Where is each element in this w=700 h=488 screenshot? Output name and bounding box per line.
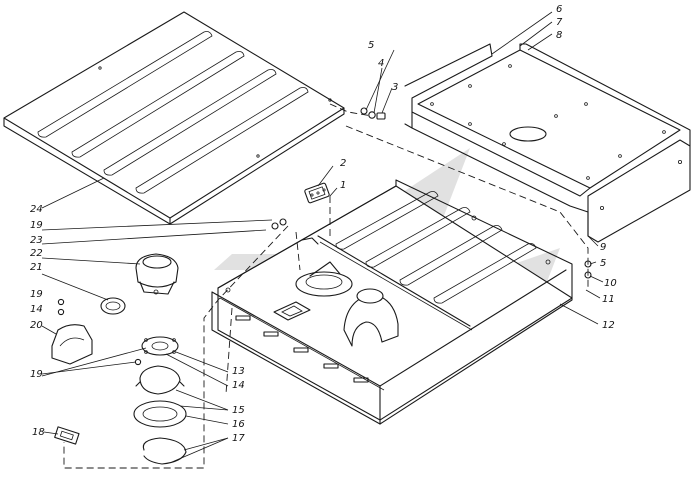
filler-cap (135, 253, 179, 295)
washer-small-19-14 (57, 298, 65, 316)
callout-16: 16 (232, 419, 245, 430)
callout-5: 5 (368, 40, 374, 51)
small-plate (304, 182, 330, 204)
callout-7: 7 (556, 17, 563, 28)
callout-22: 22 (30, 248, 43, 259)
callout-6: 6 (556, 4, 562, 15)
callout-2: 2 (340, 158, 346, 169)
small-gasket (54, 426, 80, 445)
callout-17: 17 (232, 433, 245, 444)
flange-stack (133, 336, 187, 465)
ring-seal (100, 297, 126, 315)
cover-panel (3, 11, 345, 225)
washers-19-23 (271, 218, 287, 230)
callout-3: 3 (392, 82, 398, 93)
callout-14: 14 (232, 380, 245, 391)
callout-labels: 5 4 3 2 1 6 7 8 9 5 10 11 12 13 14 15 16… (30, 4, 617, 444)
callout-12: 12 (602, 320, 615, 331)
callout-18: 18 (32, 427, 45, 438)
callout-19-mid: 19 (30, 369, 43, 380)
assembly-lines (63, 103, 589, 469)
upper-frame (404, 43, 691, 243)
callout-9: 9 (600, 242, 606, 253)
callout-23: 23 (30, 235, 43, 246)
callout-21: 21 (30, 262, 43, 273)
leader-lines (41, 11, 604, 463)
lower-box (211, 179, 573, 425)
callout-15: 15 (232, 405, 245, 416)
callout-8: 8 (556, 30, 562, 41)
callout-5-lower: 5 (600, 258, 606, 269)
callout-13: 13 (232, 366, 245, 377)
callout-19-top: 19 (30, 289, 43, 300)
callout-14-left: 14 (30, 304, 43, 315)
callout-10: 10 (604, 278, 617, 289)
callout-20: 20 (30, 320, 43, 331)
callout-4: 4 (378, 58, 384, 69)
screw-set (360, 107, 386, 120)
callout-11: 11 (602, 294, 615, 305)
callout-1: 1 (340, 180, 346, 191)
callout-24: 24 (30, 204, 43, 215)
callout-19-upper: 19 (30, 220, 43, 231)
saddle-pad (51, 324, 93, 365)
